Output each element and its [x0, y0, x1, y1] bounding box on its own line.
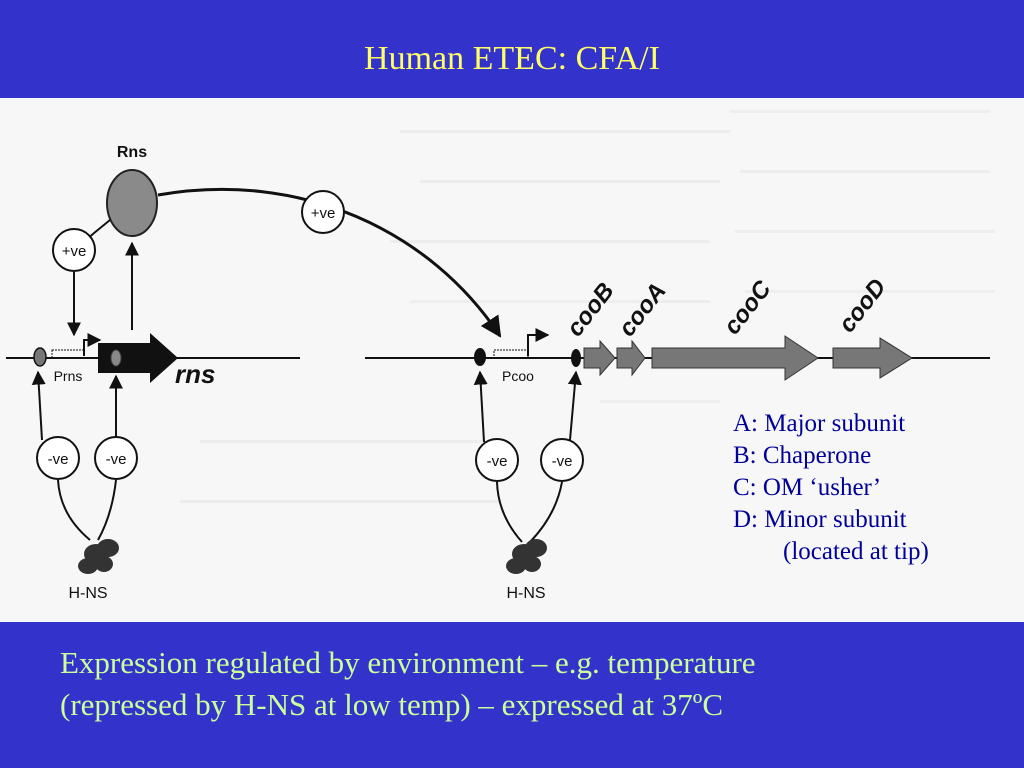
promoter-box-pcoo [493, 349, 529, 359]
negative-label-left-2: -ve [106, 451, 127, 468]
gene-arrow-cooC [651, 335, 819, 381]
caption-line-2: (repressed by H-NS at low temp) – expres… [60, 687, 724, 722]
gene-label-rns: rns [175, 359, 215, 389]
transcription-start-arrow-prns [83, 333, 102, 356]
negative-label-left-1: -ve [48, 451, 69, 468]
rns-to-pcoo-arrow [157, 187, 502, 338]
legend-item-d: D: Minor subunit [733, 506, 907, 533]
slide-caption: Expression regulated by environment – e.… [60, 642, 1000, 726]
scanned-background-texture [180, 110, 995, 503]
hns-protein-right [506, 539, 547, 574]
hns-label-left: H-NS [68, 585, 107, 602]
repression-arrow-right-1 [473, 370, 488, 443]
gene-label-cooC: cooC [718, 275, 777, 339]
rns-protein-shape [106, 169, 158, 237]
hns-link-right-1 [496, 481, 523, 543]
positive-regulation-circle-right [301, 190, 345, 234]
gene-label-cooD: cooD [833, 274, 891, 338]
negative-regulation-circle-left-1 [36, 436, 80, 480]
positive-regulation-circle-left [52, 228, 96, 272]
rbs-rns [110, 349, 122, 367]
gene-arrow-cooA [616, 339, 646, 377]
gene-arrow-rns [98, 333, 178, 383]
hns-link-left-2 [97, 479, 117, 541]
title-band [0, 0, 1024, 98]
regulation-diagram: Rns +ve +ve Prns rns Pcoo cooB cooA cooC… [6, 110, 995, 602]
hns-link-right-2 [529, 481, 563, 543]
regulation-figure: Rns +ve +ve Prns rns Pcoo cooB cooA cooC… [0, 98, 1024, 622]
gene-label-cooA: cooA [613, 278, 671, 342]
legend-item-d-note: (located at tip) [783, 538, 929, 565]
hns-protein-left [78, 539, 119, 574]
promoter-label-prns: Prns [54, 368, 83, 384]
negative-regulation-circle-right-1 [475, 438, 519, 482]
legend-item-c: C: OM ‘usher’ [733, 474, 882, 501]
positive-label-left: +ve [62, 243, 87, 260]
operator-site-right [474, 348, 486, 366]
gene-legend: A: Major subunit B: Chaperone C: OM ‘ush… [733, 408, 929, 568]
operator-site-left [33, 347, 47, 367]
repression-arrow-left-1 [31, 370, 46, 441]
slide-title: Human ETEC: CFA/I [364, 40, 660, 77]
positive-label-right: +ve [311, 205, 336, 222]
legend-item-a: A: Major subunit [733, 410, 906, 437]
caption-line-1: Expression regulated by environment – e.… [60, 645, 756, 680]
transcription-start-arrow-pcoo [527, 328, 550, 356]
repression-arrow-right-2 [567, 370, 582, 441]
promoter-label-pcoo: Pcoo [502, 368, 534, 384]
caption-band [0, 622, 1024, 768]
rbs-coo [571, 349, 581, 367]
promoter-box-prns [51, 349, 85, 359]
negative-regulation-circle-right-2 [540, 438, 584, 482]
gene-arrow-cooB [583, 339, 616, 377]
gene-label-cooB: cooB [561, 278, 619, 342]
gene-arrow-cooD [832, 337, 913, 379]
negative-label-right-2: -ve [552, 453, 573, 470]
hns-link-left-1 [57, 479, 91, 541]
rns-protein-label: Rns [117, 144, 147, 161]
legend-item-b: B: Chaperone [733, 442, 872, 469]
negative-label-right-1: -ve [487, 453, 508, 470]
hns-label-right: H-NS [506, 585, 545, 602]
